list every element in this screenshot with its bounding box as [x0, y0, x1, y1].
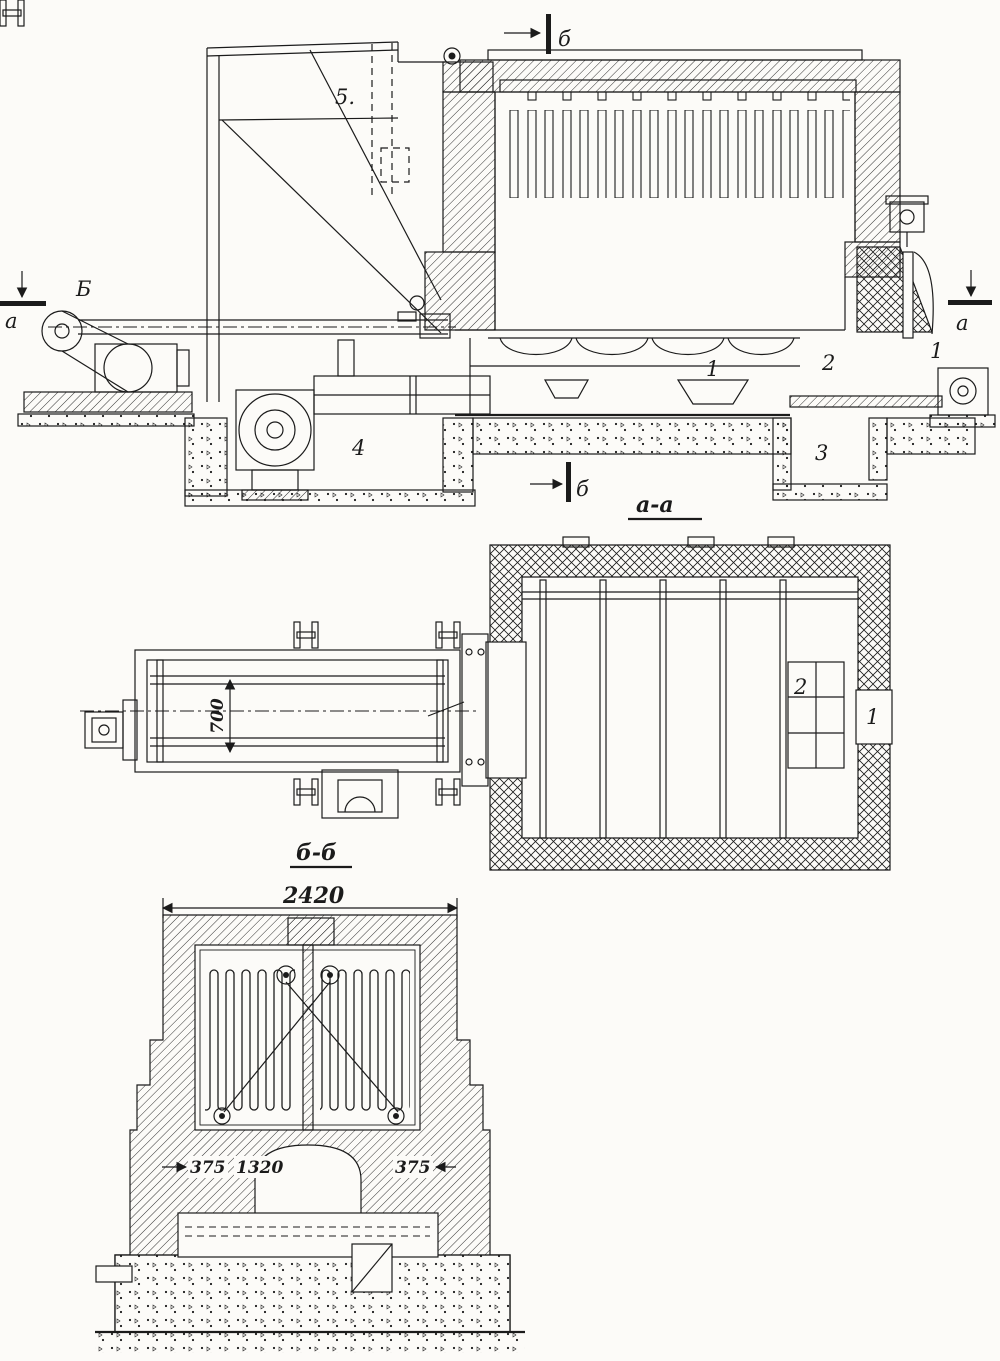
drive-unit [17, 310, 195, 427]
datum-left-label: а [5, 309, 18, 333]
door-label: 2 [821, 351, 835, 375]
dimension-700-label: 700 [208, 698, 228, 734]
furnace-cross-section [95, 914, 525, 1353]
wall-left-label: 375 [190, 1158, 226, 1178]
section-marker-bottom-label: б [576, 477, 589, 501]
conveyor-plan [80, 633, 489, 819]
furnace-body-section [424, 47, 901, 417]
outlet-label: 1 [866, 705, 879, 729]
cross-section-view: б-б 2420 [95, 840, 525, 1353]
furnace-plan [485, 536, 893, 871]
datum-marker-left [0, 271, 46, 306]
charging-conveyor [48, 295, 456, 339]
section-marker-bottom [530, 462, 571, 502]
section-marker-top [504, 14, 551, 54]
plan-view: а-а 2 1 [0, 0, 893, 871]
cross-section-title: б-б [296, 840, 337, 866]
pit-label: 3 [815, 441, 828, 465]
chute-label: 1 [706, 357, 719, 381]
hearth-width-label: 1320 [236, 1158, 283, 1178]
datum-marker-right [948, 270, 992, 305]
fan-label: 4 [351, 436, 365, 460]
foundation [184, 417, 976, 507]
dimension-2420-label: 2420 [282, 883, 345, 909]
exhaust-hood [206, 41, 445, 402]
section-marker-top-label: б [558, 27, 571, 51]
hoist-label: Б [75, 277, 91, 301]
discharge-label: 1 [930, 339, 943, 363]
hood-label: 5. [335, 85, 355, 109]
clamp [0, 0, 25, 27]
plan-view-title: а-а [636, 492, 674, 518]
screen-label: 2 [793, 675, 807, 699]
datum-right-label: а [956, 311, 969, 335]
wall-right-label: 375 [395, 1158, 431, 1178]
hearth-dimensions [162, 1156, 456, 1178]
side-section-view: б 5. а Б [0, 14, 996, 507]
